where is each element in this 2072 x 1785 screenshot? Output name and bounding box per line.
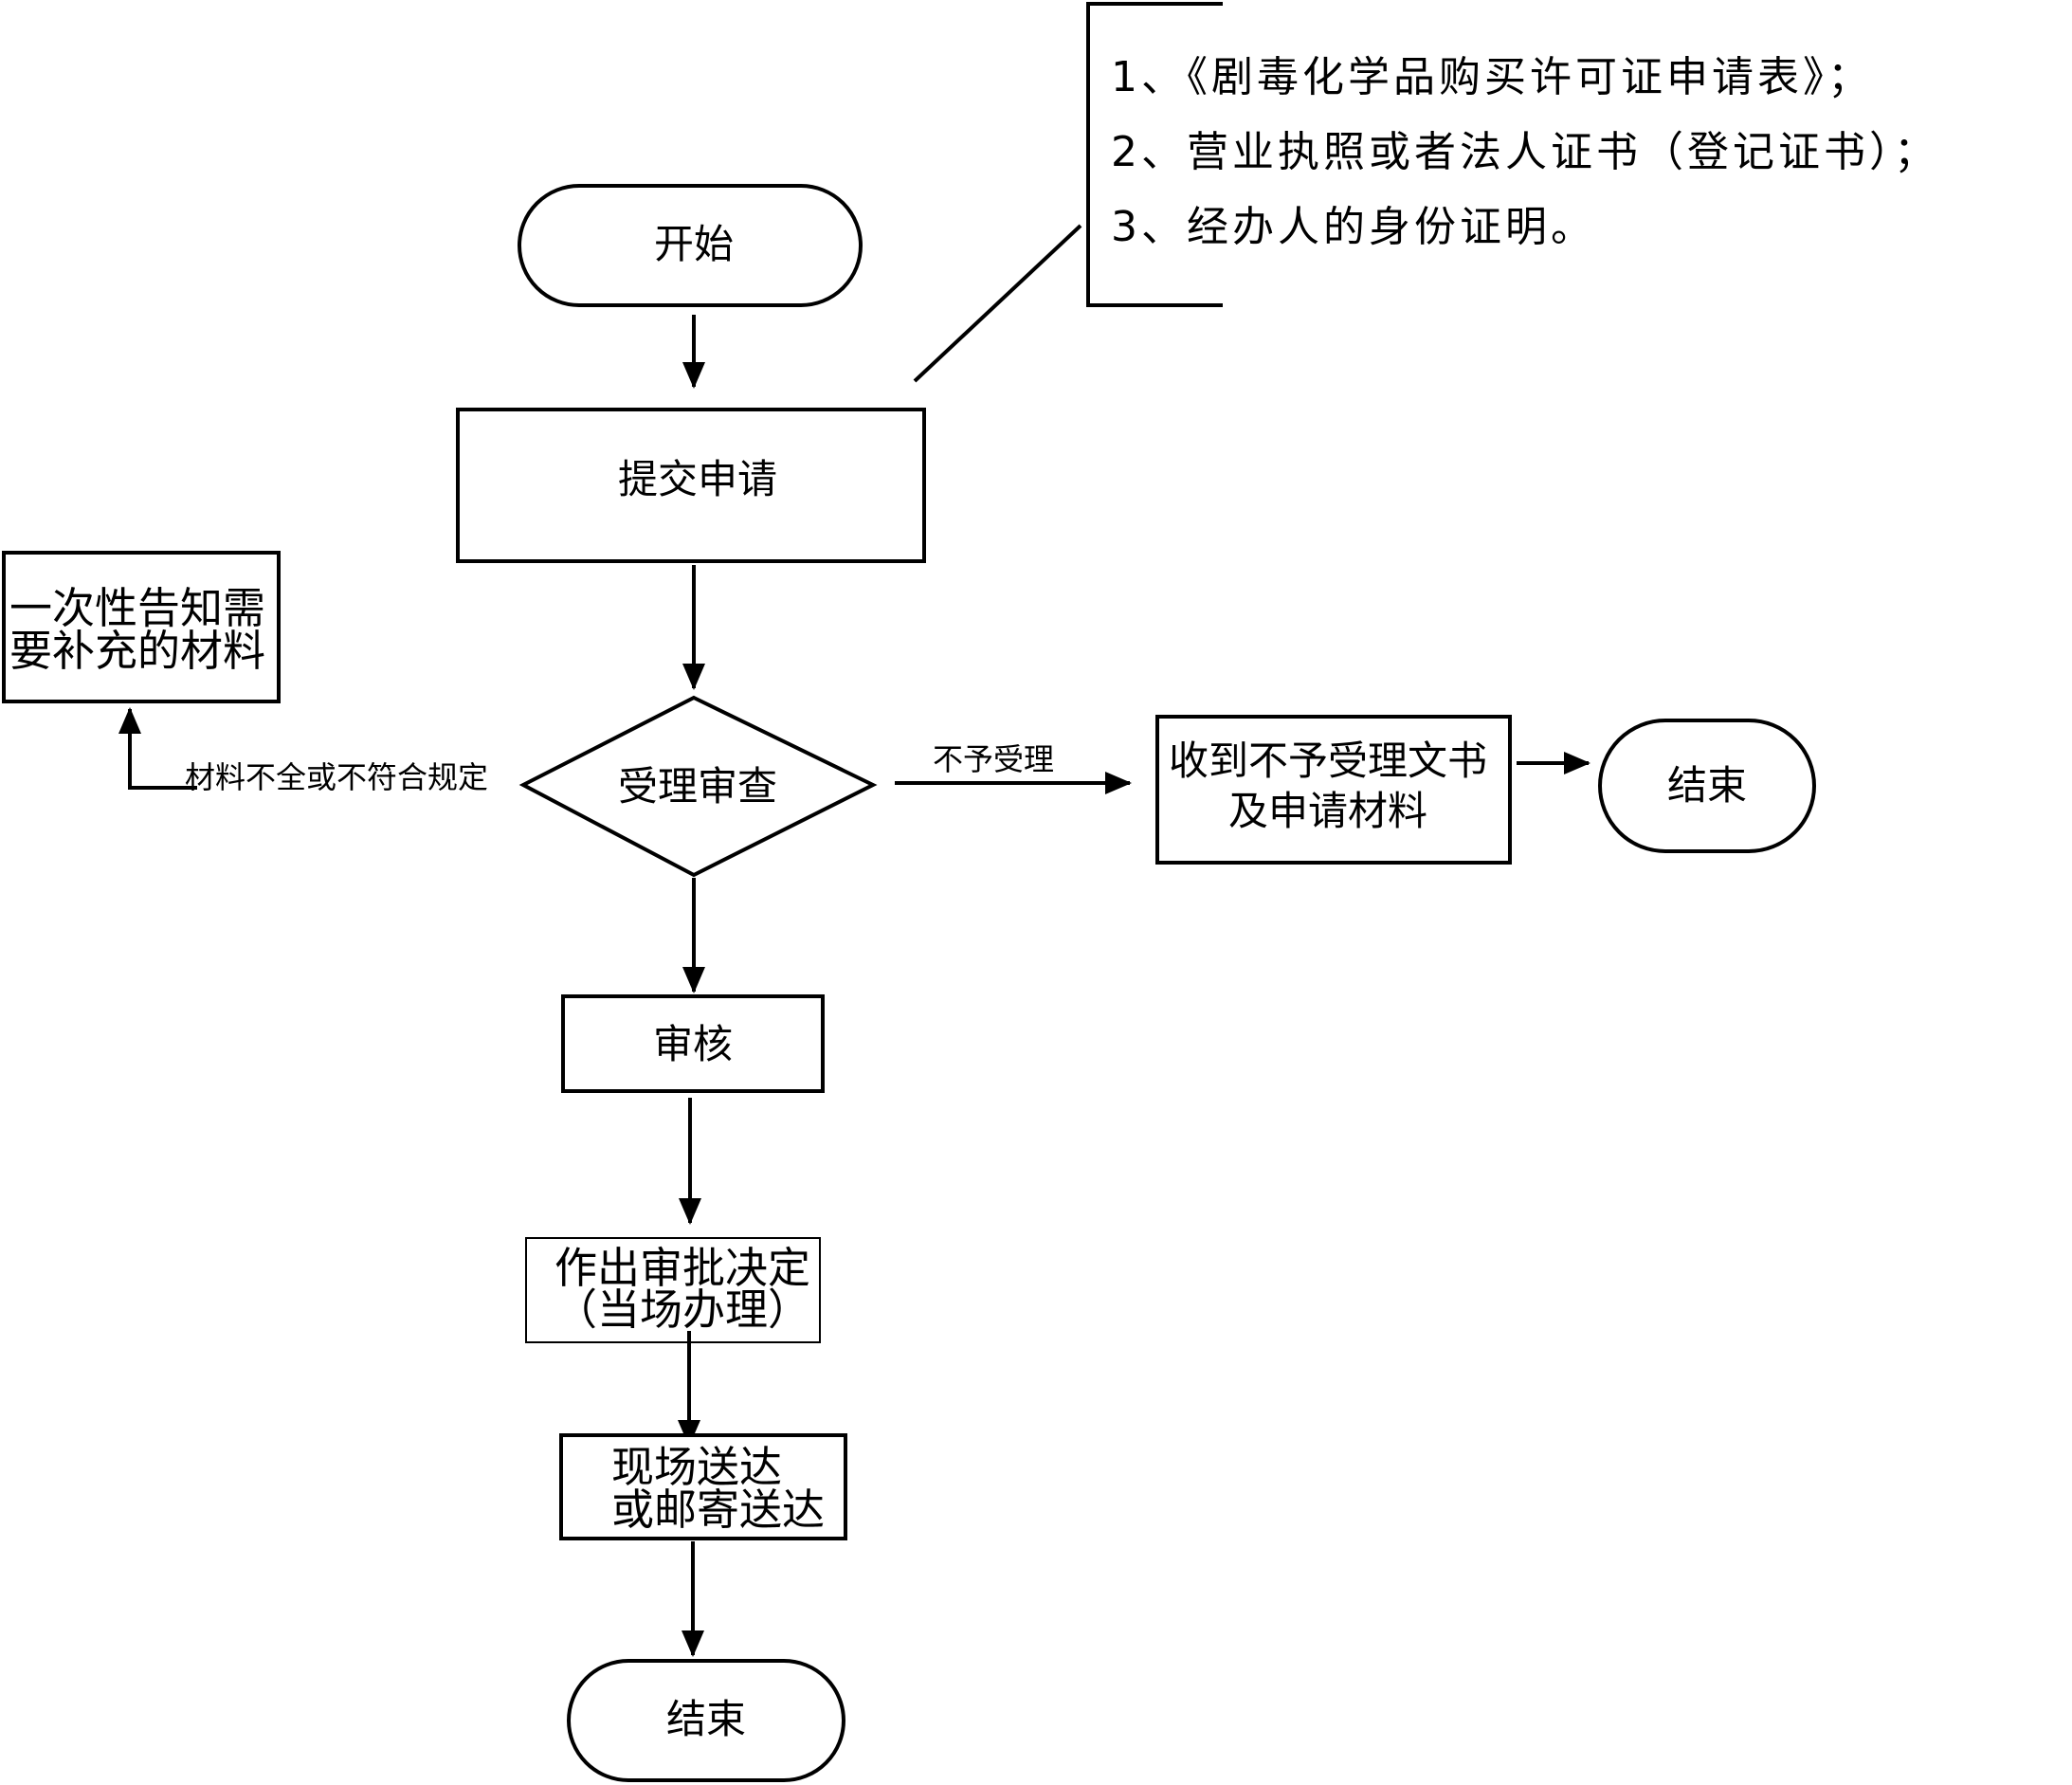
audit-box — [561, 994, 825, 1093]
submit-node: 提交申请 — [456, 408, 926, 563]
note-connector — [913, 224, 1082, 383]
note-bracket — [1086, 2, 1223, 307]
notify-label-line1: 一次性告知需 — [9, 583, 265, 633]
audit-label: 审核 — [653, 1021, 733, 1067]
requirement-1: 1、《剧毒化学品购买许可证申请表》； — [1111, 53, 1873, 101]
start-label: 开始 — [654, 221, 734, 267]
decision-node: 作出审批决定 （当场办理） — [525, 1237, 821, 1343]
start-node: 开始 — [518, 184, 863, 307]
deliver-label-line1: 现场送达 — [611, 1442, 782, 1492]
deliver-node: 现场送达 或邮寄送达 — [559, 1433, 847, 1540]
end-right-node: 结束 — [1598, 719, 1816, 853]
end-right-terminator — [1598, 719, 1816, 853]
end-right-label: 结束 — [1667, 762, 1747, 809]
notify-node: 一次性告知需 要补充的材料 — [2, 551, 281, 703]
start-terminator — [518, 184, 863, 307]
reject-doc-label-line2: 及申请材料 — [1228, 788, 1427, 834]
edge-label-incomplete: 材料不全或不符合规定 — [185, 759, 488, 795]
reject-doc-label-line1: 收到不予受理文书 — [1169, 738, 1487, 784]
deliver-box — [559, 1433, 847, 1540]
arrow-review-to-notify — [118, 707, 197, 790]
decision-box — [525, 1237, 821, 1343]
reject-doc-box — [1155, 715, 1512, 865]
edge-label-not-accepted: 不予受理 — [933, 741, 1054, 777]
deliver-label-line2: 或邮寄送达 — [611, 1484, 825, 1535]
requirements-note: 1、《剧毒化学品购买许可证申请表》； 2、营业执照或者法人证书（登记证书）； 3… — [913, 2, 1939, 383]
audit-node: 审核 — [561, 994, 825, 1093]
submit-label: 提交申请 — [618, 456, 777, 502]
decision-label-line1: 作出审批决定 — [554, 1243, 810, 1293]
submit-box — [456, 408, 926, 563]
notify-box — [2, 551, 281, 703]
requirement-3: 3、经办人的身份证明。 — [1111, 203, 1596, 251]
notify-label-line2: 要补充的材料 — [9, 626, 265, 676]
reject-doc-node: 收到不予受理文书 及申请材料 — [1155, 715, 1512, 865]
end-bottom-label: 结束 — [666, 1696, 746, 1742]
review-node: 受理审查 — [518, 695, 878, 878]
decision-label-line2: （当场办理） — [554, 1284, 810, 1335]
end-bottom-terminator — [567, 1659, 845, 1782]
review-diamond — [518, 695, 878, 878]
review-label: 受理审查 — [618, 763, 777, 810]
end-bottom-node: 结束 — [567, 1659, 845, 1782]
requirement-2: 2、营业执照或者法人证书（登记证书）； — [1111, 128, 1939, 176]
